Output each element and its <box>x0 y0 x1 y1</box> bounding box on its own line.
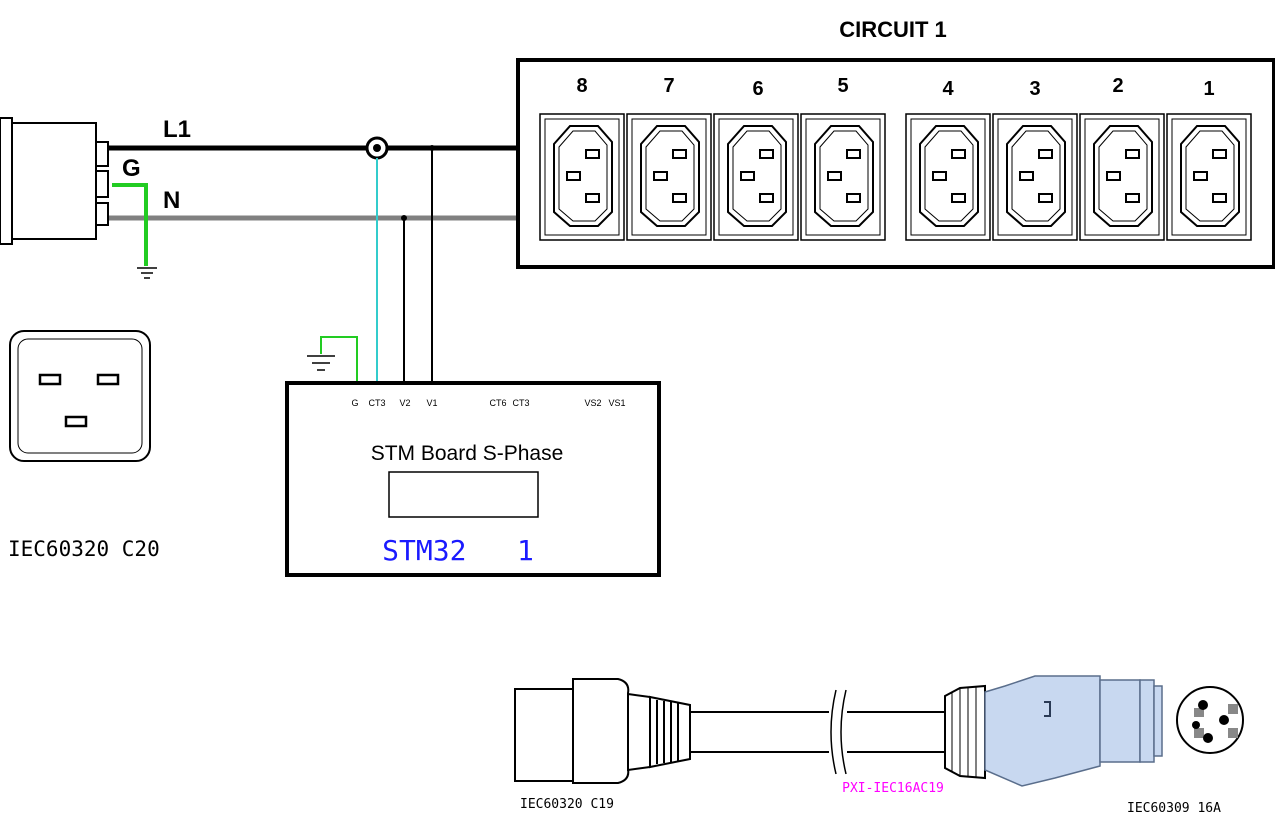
board-pin-label: G <box>351 398 358 408</box>
power-inlet <box>0 117 109 245</box>
ground-wire <box>112 183 148 266</box>
board-display <box>388 471 539 518</box>
c19-connector-icon <box>514 678 691 784</box>
board-pin-label: CT3 <box>368 398 385 408</box>
current-sensor-icon <box>365 136 389 160</box>
inlet-caption: IEC60320 C20 <box>8 537 160 561</box>
outlet-number: 5 <box>837 75 848 97</box>
board-ground-wire <box>320 336 358 383</box>
ground-symbol-board <box>307 355 335 371</box>
live-label: L1 <box>163 116 191 143</box>
board-title: STM Board S-Phase <box>371 442 564 465</box>
outlet-number: 4 <box>942 78 954 100</box>
outlet-number: 1 <box>1203 78 1214 100</box>
outlet-number: 3 <box>1029 78 1040 100</box>
plug-caption: IEC60309 16A <box>1127 801 1221 816</box>
neutral-label: N <box>163 187 180 214</box>
outlet-number: 7 <box>663 75 674 97</box>
cable-body <box>690 689 945 775</box>
circuit-title: CIRCUIT 1 <box>839 17 947 42</box>
board-id: STM32 1 <box>382 534 534 567</box>
ground-symbol-inlet <box>137 267 157 279</box>
board-pin-label: CT6 <box>489 398 506 408</box>
cable-part-number: PXI-IEC16AC19 <box>842 781 944 796</box>
c19-caption: IEC60320 C19 <box>520 797 614 812</box>
outlet-number: 6 <box>752 78 763 100</box>
board-pin-label: VS1 <box>608 398 625 408</box>
ground-label: G <box>122 155 141 182</box>
c20-inlet-icon <box>9 330 151 462</box>
outlet-number: 8 <box>576 75 587 97</box>
iec60309-plug-icon <box>944 675 1163 787</box>
plug-face-icon <box>1176 686 1244 754</box>
board-pin-label: V2 <box>399 398 410 408</box>
outlet-number: 2 <box>1112 75 1123 97</box>
board-pin-label: CT3 <box>512 398 529 408</box>
circuit-box <box>516 58 1275 269</box>
board-pin-label: VS2 <box>584 398 601 408</box>
board-pin-label: V1 <box>426 398 437 408</box>
